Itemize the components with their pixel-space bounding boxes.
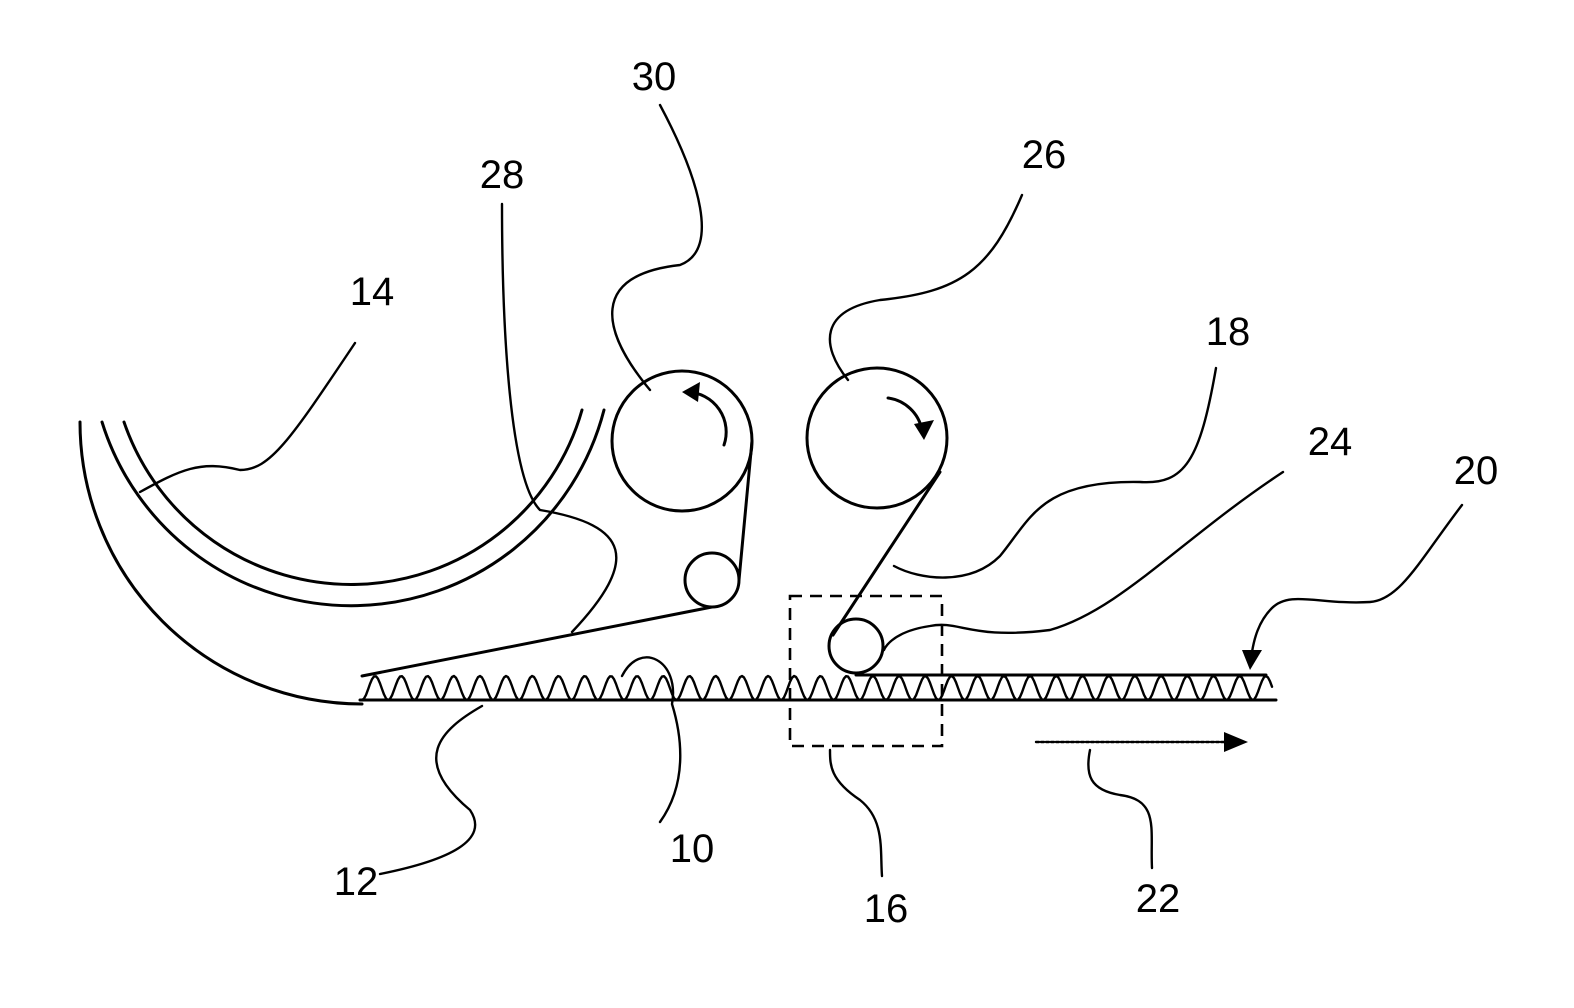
drum-inner-arc — [124, 410, 582, 584]
label-12: 12 — [334, 860, 379, 904]
arrow-22-head — [1224, 732, 1248, 752]
flutes-10 — [362, 676, 1272, 700]
leader-16 — [830, 750, 882, 876]
leader-26 — [830, 195, 1022, 380]
small-roller-28 — [685, 553, 739, 607]
reference-numerals: 14 28 30 26 18 24 20 12 10 16 22 — [334, 55, 1499, 931]
belt-28-assembly — [362, 371, 752, 676]
corrugated-web — [360, 675, 1276, 700]
direction-arrow-22 — [1036, 732, 1248, 752]
leader-12 — [380, 706, 482, 874]
label-18: 18 — [1206, 310, 1251, 354]
belt-28-bottom — [362, 607, 712, 676]
leader-30 — [612, 105, 702, 390]
roller-26 — [807, 368, 947, 508]
drum-outer-arc — [80, 422, 362, 704]
leader-10 — [622, 657, 680, 822]
label-26: 26 — [1022, 133, 1067, 177]
leader-20 — [1252, 505, 1462, 652]
label-30: 30 — [632, 55, 677, 99]
leader-24 — [884, 472, 1283, 650]
leader-20-arrowhead — [1242, 650, 1262, 670]
rotation-arrow-26-head — [914, 420, 934, 440]
rotation-arrow-30-head — [682, 382, 700, 402]
label-22: 22 — [1136, 877, 1181, 921]
leader-22 — [1088, 750, 1152, 868]
label-16: 16 — [864, 887, 909, 931]
belt-18 — [833, 472, 940, 635]
label-14: 14 — [350, 270, 395, 314]
leader-14 — [140, 343, 355, 492]
drum-14 — [80, 410, 604, 704]
label-10: 10 — [670, 827, 715, 871]
leader-28 — [502, 204, 616, 632]
label-20: 20 — [1454, 449, 1499, 493]
belt-28-right — [739, 441, 752, 580]
label-24: 24 — [1308, 420, 1353, 464]
rotation-arrow-30-arc — [688, 392, 726, 445]
label-28: 28 — [480, 153, 525, 197]
leader-18 — [894, 368, 1216, 578]
leader-lines — [140, 105, 1462, 876]
